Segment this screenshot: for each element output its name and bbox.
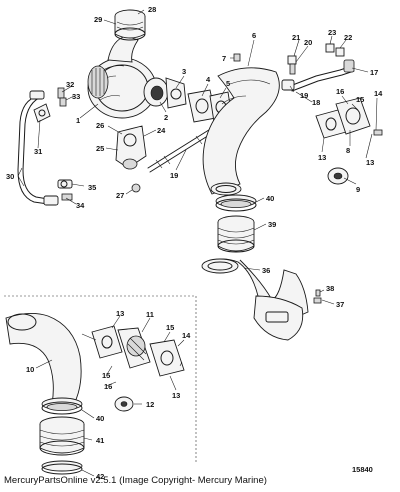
callout-19b: 19 (170, 171, 178, 180)
callout-28: 28 (148, 5, 156, 14)
callout-39: 39 (268, 220, 276, 229)
callout-3: 3 (182, 67, 186, 76)
callout-20: 20 (304, 38, 312, 47)
exhaust-elbow (202, 67, 280, 196)
return-fitting (57, 179, 73, 201)
callout-8: 8 (346, 146, 350, 155)
callout-41: 41 (96, 436, 104, 445)
callout-4: 4 (206, 75, 211, 84)
inset-adapter (91, 325, 185, 377)
actuator-rod (147, 127, 215, 173)
callout-19a: 19 (300, 91, 308, 100)
callout-9: 9 (356, 185, 360, 194)
callout-42: 42 (96, 472, 104, 481)
callout-29: 29 (94, 15, 102, 24)
inset-elbow (5, 313, 82, 405)
callout-10: 10 (26, 365, 34, 374)
callout-14b: 14 (182, 331, 191, 340)
callout-38: 38 (326, 284, 334, 293)
copyright-footer: MercuryPartsOnline v2.5.1 (Image Copyrig… (4, 475, 267, 486)
callout-13b: 13 (366, 158, 374, 167)
exhaust-pipe (201, 258, 309, 341)
leader-lines (17, 9, 378, 477)
callout-13c: 13 (116, 309, 124, 318)
stud (233, 53, 241, 62)
callout-23: 23 (328, 28, 336, 37)
callout-13a: 13 (318, 153, 326, 162)
callout-6: 6 (252, 31, 256, 40)
hose-clamp (215, 194, 257, 212)
turbocharger (87, 35, 187, 119)
inset-clamp-12 (114, 396, 134, 412)
callout-18: 18 (312, 98, 320, 107)
callout-13d: 13 (172, 391, 180, 400)
callout-24: 24 (157, 126, 166, 135)
clamp-part-9 (327, 167, 349, 185)
callout-32: 32 (66, 80, 74, 89)
callout-labels: 1 2 3 4 5 6 7 8 9 10 11 12 13 13 13 13 1… (6, 5, 383, 481)
callout-16b: 16 (104, 382, 112, 391)
callout-15c: 15 (102, 371, 110, 380)
adapter-block (315, 97, 383, 139)
callout-15a: 15 (356, 95, 364, 104)
callout-1: 1 (76, 116, 80, 125)
inset-bellows-41 (39, 416, 85, 456)
water-line (281, 59, 355, 92)
callout-11: 11 (146, 310, 154, 319)
callout-31: 31 (34, 147, 42, 156)
mounting-bolt (313, 289, 322, 304)
callout-34: 34 (76, 201, 85, 210)
callout-2: 2 (164, 113, 168, 122)
nut (131, 183, 141, 193)
oil-line (17, 90, 59, 206)
callout-30: 30 (6, 172, 14, 181)
inset-clamp-42 (41, 460, 83, 475)
callout-15b: 15 (166, 323, 174, 332)
callout-37: 37 (336, 300, 344, 309)
callout-21: 21 (292, 33, 300, 42)
callout-7: 7 (222, 54, 226, 63)
callout-22: 22 (344, 33, 352, 42)
wastegate-bracket (115, 125, 147, 170)
banjo-fitting (57, 87, 67, 107)
callout-12: 12 (146, 400, 154, 409)
inset-hose-clamp-40 (41, 397, 83, 415)
callout-35: 35 (88, 183, 96, 192)
callout-17: 17 (370, 68, 378, 77)
intake-coupler (114, 9, 146, 41)
callout-40a: 40 (266, 194, 274, 203)
callout-16a: 16 (336, 87, 344, 96)
callout-5: 5 (226, 79, 230, 88)
callout-26: 26 (96, 121, 104, 130)
callout-25: 25 (96, 144, 104, 153)
callout-27: 27 (116, 191, 124, 200)
callout-33: 33 (72, 92, 80, 101)
inset-frame (4, 295, 197, 462)
callout-36: 36 (262, 266, 270, 275)
callout-14a: 14 (374, 89, 383, 98)
callout-40b: 40 (96, 414, 104, 423)
exhaust-bellows (217, 215, 255, 253)
figure-number: 15840 (352, 465, 373, 474)
